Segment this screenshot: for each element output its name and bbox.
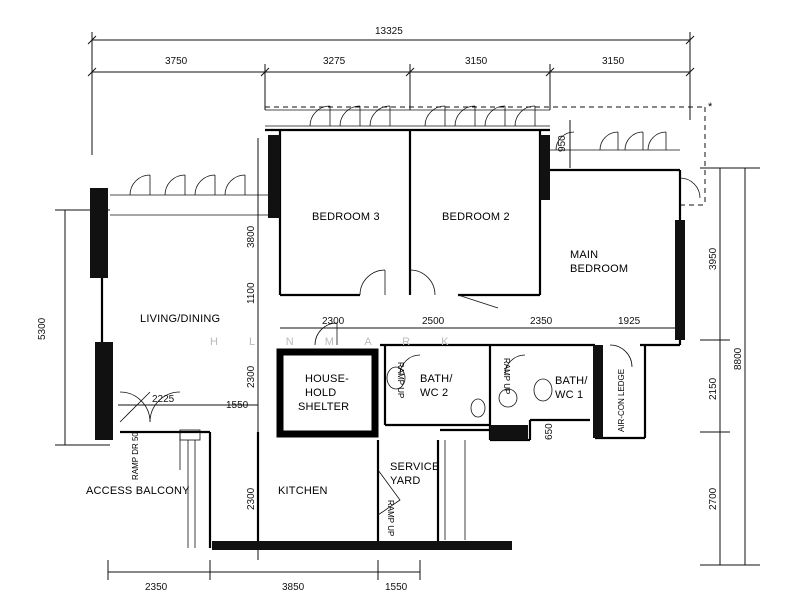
bath2-label-1: BATH/ [420, 373, 453, 385]
fixtures [179, 366, 553, 441]
watermark: H L N M A R K [210, 336, 463, 348]
dim-left-1: 5300 [37, 317, 48, 340]
dim-bottom-2: 3850 [282, 582, 305, 593]
dim-int-1550: 1550 [226, 400, 249, 411]
dimension-labels: 13325 3750 3275 3150 3150 5300 950 3950 … [37, 26, 744, 593]
access-balcony-label: ACCESS BALCONY [86, 485, 190, 497]
dim-int-3800: 3800 [246, 225, 257, 248]
dimension-lines [55, 32, 760, 580]
bath1-label-2: WC 1 [555, 389, 583, 401]
sink-bath1-icon [498, 388, 518, 408]
toilet-bath1-icon [533, 378, 553, 402]
main-bedroom-label-2: BEDROOM [570, 263, 628, 275]
meter-box-icon [179, 429, 201, 441]
kitchen-label: KITCHEN [278, 485, 328, 497]
dim-int-2225: 2225 [152, 394, 175, 405]
dim-int-1925: 1925 [618, 316, 641, 327]
bedroom2-label: BEDROOM 2 [442, 211, 510, 223]
dim-top-3: 3150 [465, 56, 488, 67]
shelter-label-3: SHELTER [298, 401, 349, 413]
dim-int-2350: 2350 [530, 316, 553, 327]
dim-int-2300a: 2300 [246, 365, 257, 388]
dim-int-2500: 2500 [422, 316, 445, 327]
ramp-up-bath1: RAMP UP [502, 358, 511, 394]
living-dining-label: LIVING/DINING [140, 313, 220, 325]
dim-right-650: 650 [544, 423, 555, 440]
service-yard-label-2: YARD [390, 475, 421, 487]
dim-right-950: 950 [557, 135, 568, 152]
room-labels: BEDROOM 3 BEDROOM 2 MAIN BEDROOM LIVING/… [86, 211, 628, 497]
door-swings [119, 105, 701, 516]
ramp-dr-balcony: RAMP DR 50 [131, 432, 140, 480]
toilet-bath2-icon [386, 366, 406, 390]
bath1-label-1: BATH/ [555, 375, 588, 387]
dim-right-8800: 8800 [733, 347, 744, 370]
bedroom3-label: BEDROOM 3 [312, 211, 380, 223]
ramp-up-bath2: RAMP UP [396, 362, 405, 398]
bath2-label-2: WC 2 [420, 387, 448, 399]
walls [100, 106, 706, 548]
asterisk-mark: * [708, 101, 713, 113]
structural-columns [90, 135, 685, 550]
dim-bottom-3: 1550 [385, 582, 408, 593]
main-bedroom-label-1: MAIN [570, 249, 598, 261]
aircon-ledge-label: AIR-CON LEDGE [617, 369, 626, 432]
dim-int-2300c: 2300 [246, 487, 257, 510]
shelter-label-1: HOUSE- [305, 373, 349, 385]
shelter-label-2: HOLD [305, 387, 336, 399]
dim-top-1: 3750 [165, 56, 188, 67]
dim-right-2700: 2700 [708, 487, 719, 510]
dim-right-3950: 3950 [708, 247, 719, 270]
sink-bath2-icon [470, 398, 486, 418]
ramp-up-service: RAMP UP [386, 500, 395, 536]
ramp-labels: RAMP UP RAMP UP RAMP UP RAMP DR 50 [131, 358, 511, 536]
overall-width-label: 13325 [375, 26, 403, 37]
dim-int-1100: 1100 [246, 282, 257, 304]
service-yard-label-1: SERVICE [390, 461, 440, 473]
dim-top-4: 3150 [602, 56, 625, 67]
dim-right-2150: 2150 [708, 377, 719, 400]
dim-top-2: 3275 [323, 56, 346, 67]
dim-bottom-1: 2350 [145, 582, 168, 593]
dim-int-2300b: 2300 [322, 316, 345, 327]
